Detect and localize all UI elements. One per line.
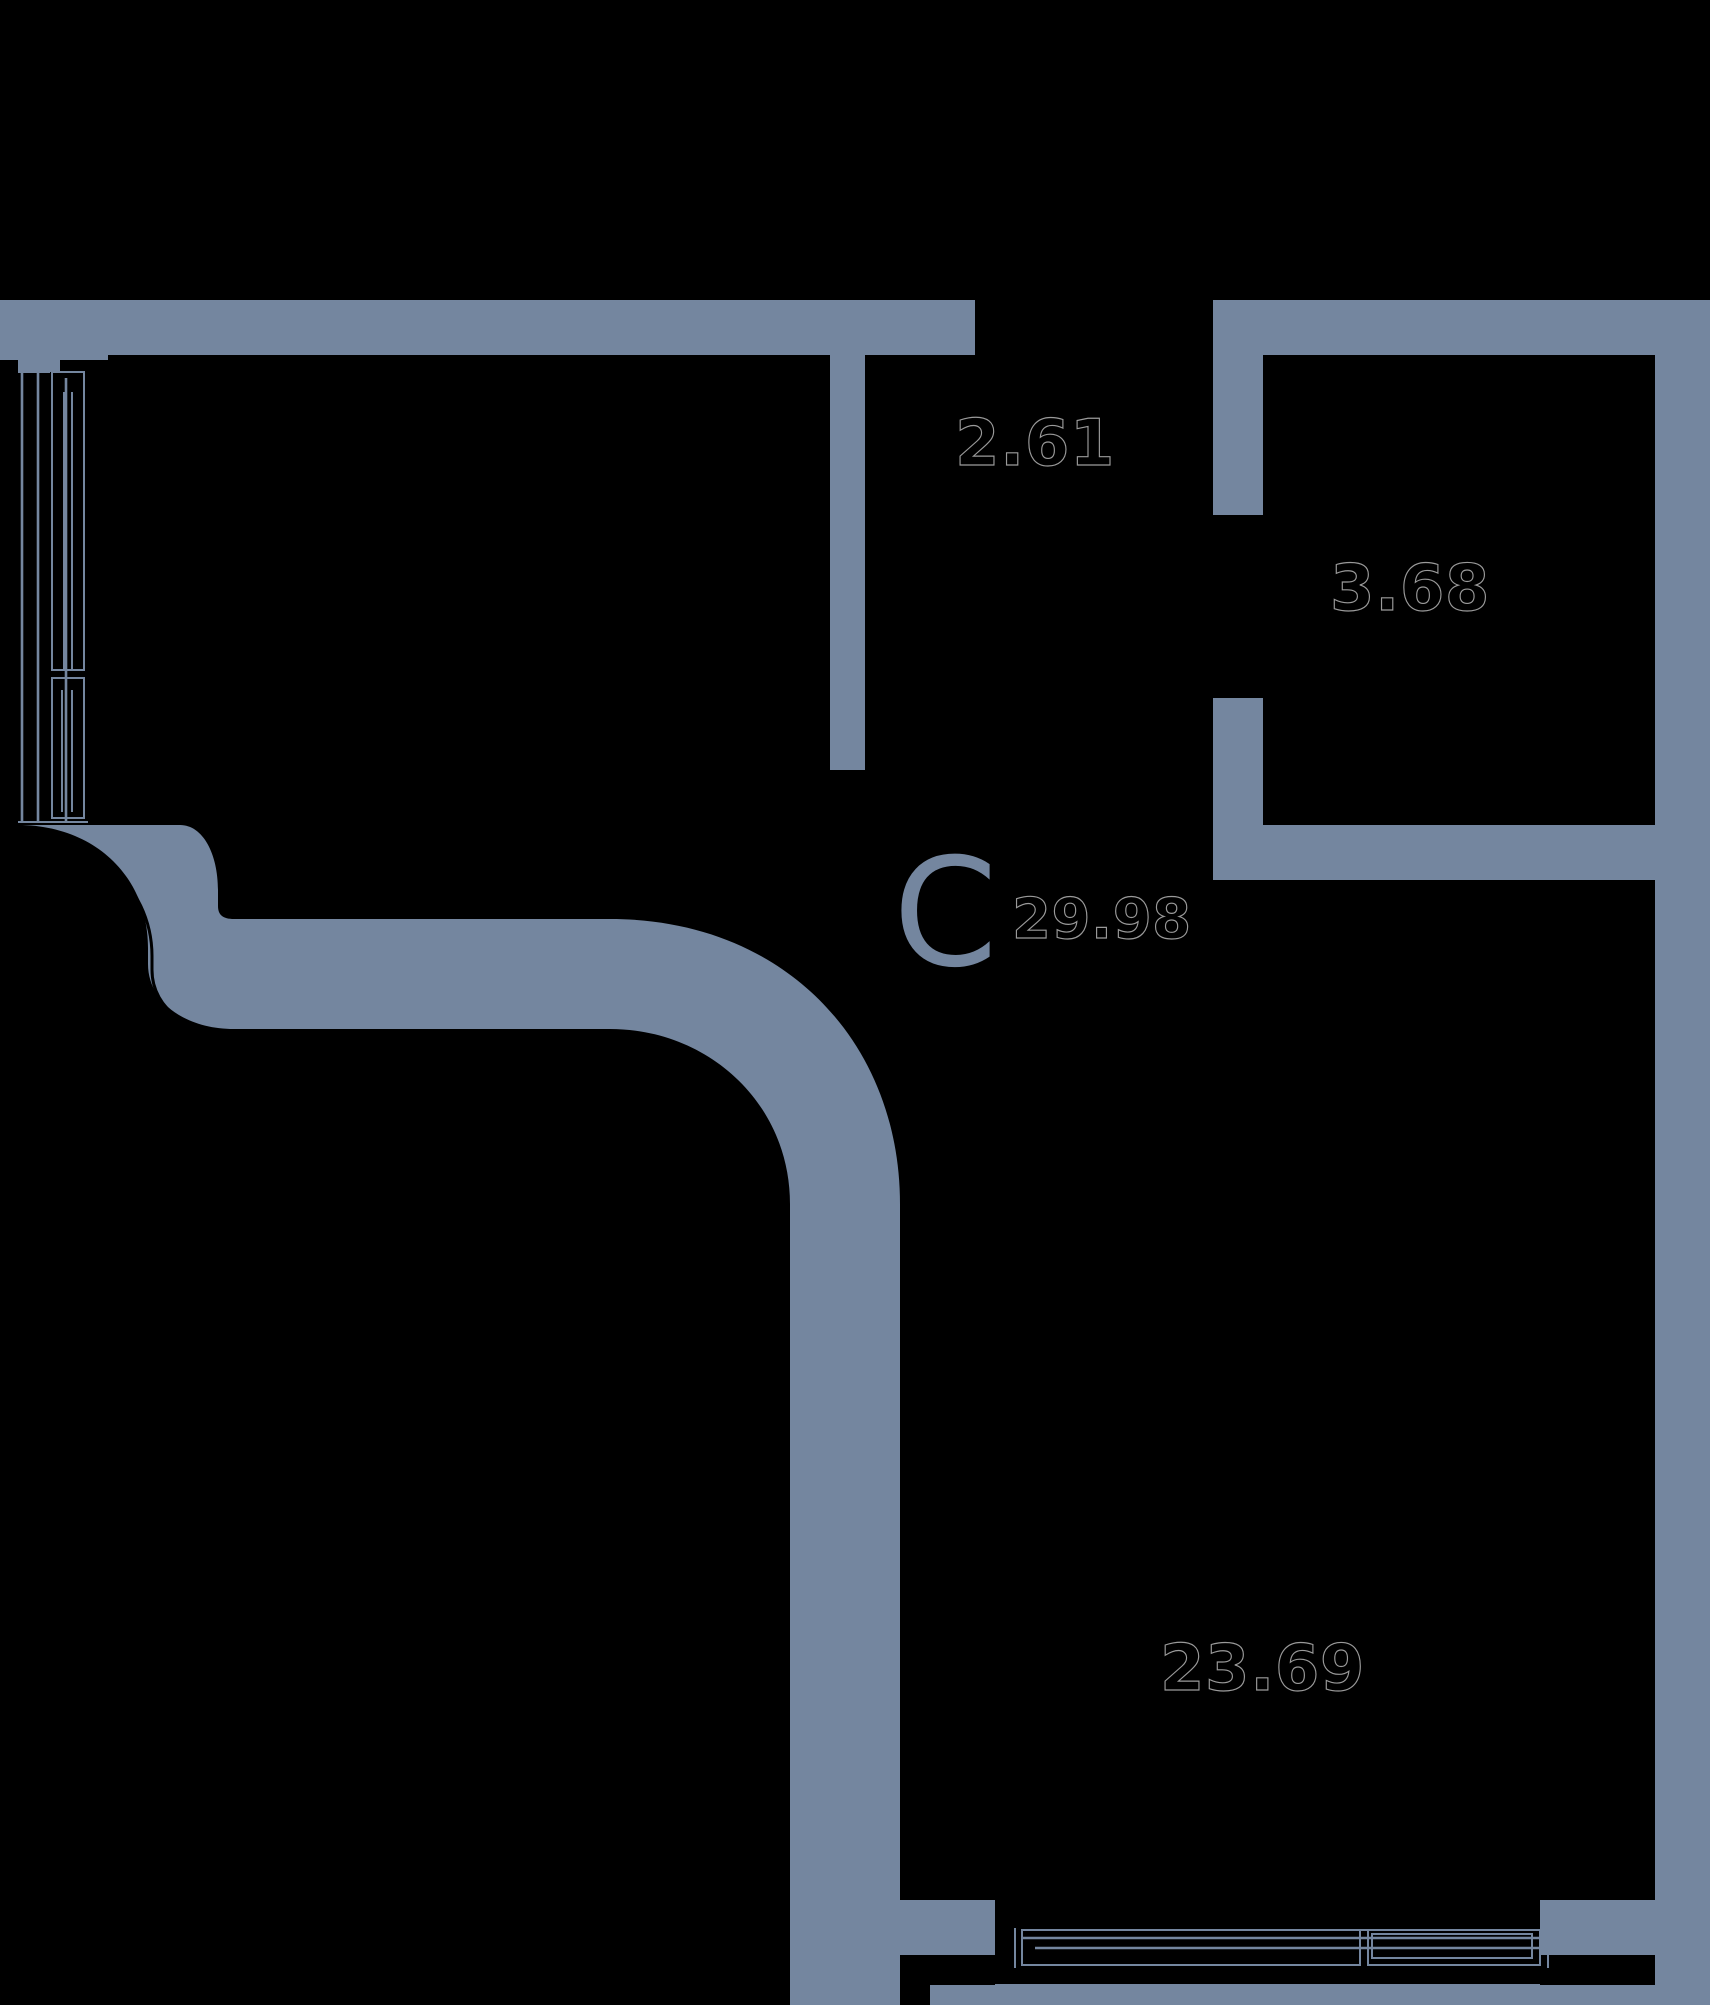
wall-top-right (1213, 300, 1710, 355)
wall-divider-t (830, 300, 975, 770)
wall-bottom-sill-strip (930, 1985, 1710, 2005)
wall-bottom-right-pier (1540, 1900, 1710, 1955)
wall-assembly (0, 300, 1710, 2005)
hairline-curve-outer (0, 824, 241, 1038)
wall-curved-s (0, 825, 900, 2005)
wall-bath-bottom (1213, 825, 1710, 880)
balcony-door-left[interactable] (18, 371, 88, 823)
label-living-area: 23.69 (1160, 1632, 1365, 1706)
wall-left-pier-top (18, 300, 60, 372)
label-bath-area: 3.68 (1330, 552, 1490, 626)
hairline-curve-inner (0, 834, 780, 1842)
area-labels: 2.61 3.68 23.69 C 29.98 (893, 406, 1490, 1706)
label-hall-area: 2.61 (955, 407, 1115, 481)
total-area-letter: C (893, 827, 998, 1001)
wall-right-exterior (1655, 300, 1710, 2005)
label-total-area: 29.98 (1012, 887, 1192, 952)
wall-bath-left-upper (1213, 355, 1263, 515)
construction-hairlines (0, 824, 780, 1842)
window-bottom[interactable] (995, 1928, 1549, 1986)
wall-bottom-left-pier (790, 1900, 995, 1955)
wall-bath-left-lower (1213, 698, 1263, 855)
wall-top-left (0, 300, 975, 355)
